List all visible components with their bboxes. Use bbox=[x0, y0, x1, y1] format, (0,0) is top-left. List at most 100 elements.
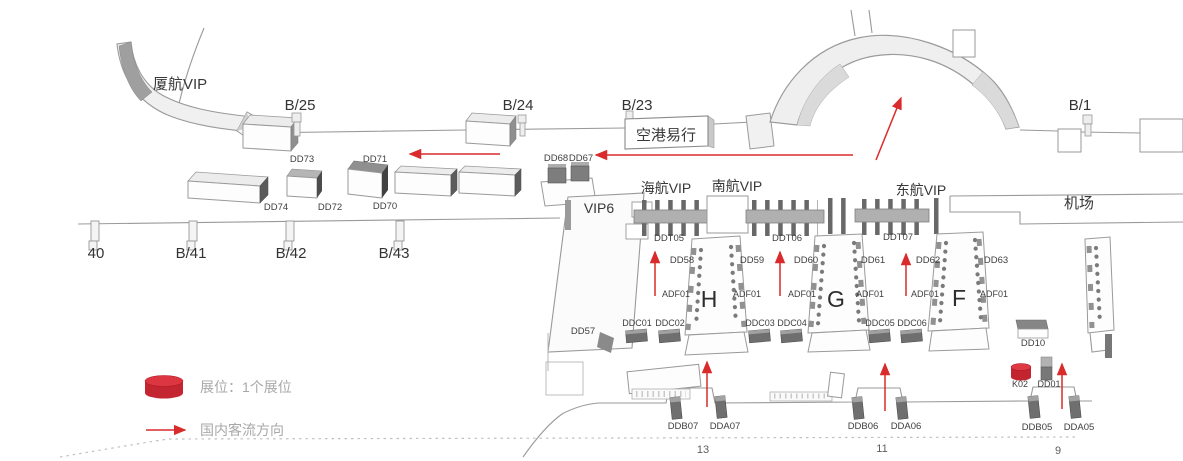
pier-g-label: G bbox=[827, 286, 845, 312]
pier-partial-right bbox=[1084, 236, 1115, 358]
passenger-flow-arrows bbox=[408, 96, 1068, 411]
booth-box-dd74 bbox=[187, 171, 269, 204]
gate-b1-structures bbox=[1057, 114, 1183, 153]
jetway-stub-b43 bbox=[393, 220, 405, 251]
pier-h-label: H bbox=[701, 286, 718, 312]
booth-label-dd72: DD72 bbox=[318, 202, 342, 213]
booth-box-dd73 bbox=[286, 168, 323, 199]
booth-label-dda07: DDA07 bbox=[710, 421, 741, 432]
vip6-label: VIP6 bbox=[584, 200, 615, 216]
booth-box-ddb05 bbox=[1027, 395, 1041, 419]
xiamen-vip-label: 厦航VIP bbox=[153, 76, 207, 93]
jetway-stub-b42 bbox=[283, 220, 295, 251]
booth-box-ddc01 bbox=[625, 328, 648, 344]
pillar-booths bbox=[669, 395, 1082, 420]
booth-label-dd58: DD58 bbox=[670, 255, 694, 266]
gate-b40-label: 40 bbox=[88, 245, 105, 262]
booth-label-dd10: DD10 bbox=[1021, 338, 1045, 349]
booth-box-ddb06 bbox=[851, 396, 865, 420]
legend-booth-swatch bbox=[144, 375, 184, 399]
jetway-stub-b25 bbox=[291, 112, 302, 123]
apron-ledge-1 bbox=[631, 388, 691, 400]
booth-box-long-1 bbox=[394, 165, 458, 197]
apron-boundary bbox=[522, 363, 1092, 458]
booth-label-ddt05: DDT05 bbox=[654, 233, 684, 244]
booth-label-k02: K02 bbox=[1012, 379, 1028, 389]
corridor-shaded-wedge bbox=[118, 41, 153, 102]
legend-booth-label: 展位：1个展位 bbox=[200, 379, 292, 395]
pier-h-pedestal bbox=[684, 331, 749, 356]
booth-label-ddt06: DDT06 bbox=[772, 233, 802, 244]
dongfang-vip-comb bbox=[854, 199, 930, 235]
gate-b23-label: B/23 bbox=[622, 97, 653, 114]
booth-label-dd60: DD60 bbox=[794, 255, 818, 266]
booth-row-dd bbox=[187, 160, 597, 207]
lower-concourse-wall bbox=[77, 217, 561, 251]
kongang-yixing-box bbox=[624, 110, 715, 150]
pier-f bbox=[927, 231, 990, 352]
airport-label: 机场 bbox=[1064, 195, 1094, 212]
booth-label-dd57: DD57 bbox=[571, 326, 595, 337]
corridor-wall-line bbox=[176, 27, 205, 114]
jetway-stub-b1 bbox=[1082, 114, 1093, 125]
ddc-booth-boxes bbox=[625, 328, 923, 344]
jetway-stub-b40 bbox=[88, 220, 100, 251]
apron-dotted-line bbox=[59, 436, 1079, 458]
adf01-label-g-right: ADF01 bbox=[856, 289, 884, 299]
jetway-stub-b41 bbox=[186, 220, 198, 251]
legend-flow-label: 国内客流方向 bbox=[200, 422, 284, 438]
booth-label-dda06: DDA06 bbox=[891, 421, 922, 432]
booth-label-dd68: DD68 bbox=[544, 153, 568, 164]
booth-label-dd67: DD67 bbox=[569, 153, 593, 164]
adf01-label-f-left: ADF01 bbox=[911, 289, 939, 299]
booth-box-ddc06 bbox=[900, 328, 923, 344]
apron-gate-11-label: 11 bbox=[876, 443, 887, 455]
adf01-label-h-left: ADF01 bbox=[662, 289, 690, 299]
booth-label-dd71: DD71 bbox=[363, 154, 387, 165]
booth-box-ddb07 bbox=[669, 396, 683, 420]
booth-label-dd62: DD62 bbox=[916, 255, 940, 266]
adf01-label-h-right: ADF01 bbox=[733, 289, 761, 299]
arch-connector bbox=[745, 9, 1020, 150]
booth-box-ddc02 bbox=[658, 328, 681, 344]
apron-ledge-2 bbox=[769, 391, 833, 402]
arch-top-room bbox=[952, 29, 976, 58]
booth-label-ddc06: DDC06 bbox=[897, 318, 927, 328]
pier-g-pedestal bbox=[807, 329, 871, 353]
china-eastern-vip-label: 东航VIP bbox=[896, 182, 947, 198]
gate-b42-label: B/42 bbox=[276, 245, 307, 262]
gate-b25-box bbox=[242, 112, 302, 152]
booth-label-ddb05: DDB05 bbox=[1022, 422, 1053, 433]
apron-box-2 bbox=[827, 371, 845, 399]
apron-gate-9-label: 9 bbox=[1055, 445, 1061, 457]
k02-red-booth[interactable] bbox=[1010, 363, 1032, 381]
adf01-label-g-left: ADF01 bbox=[788, 289, 816, 299]
booth-box-ddc03 bbox=[748, 328, 771, 344]
china-southern-vip-label: 南航VIP bbox=[712, 178, 763, 194]
booth-box-dd71 bbox=[347, 160, 389, 199]
booth-box-ddc05 bbox=[868, 328, 891, 344]
gate-b24-box bbox=[465, 112, 527, 147]
booth-label-ddb06: DDB06 bbox=[848, 421, 879, 432]
nanfang-vip-block bbox=[706, 195, 749, 234]
apron-gate-13-label: 13 bbox=[697, 444, 709, 456]
booth-box-dda06 bbox=[895, 396, 909, 420]
booth-label-ddc03: DDC03 bbox=[745, 318, 775, 328]
booth-label-ddc04: DDC04 bbox=[777, 318, 807, 328]
hainan-vip-label: 海航VIP bbox=[641, 180, 692, 196]
booth-label-dd73: DD73 bbox=[290, 154, 314, 165]
booth-box-dd01 bbox=[1040, 356, 1053, 381]
legend bbox=[144, 375, 187, 436]
booth-label-dd59: DD59 bbox=[740, 255, 764, 266]
airport-building-outline bbox=[949, 193, 1183, 225]
booth-label-dd63: DD63 bbox=[984, 255, 1008, 266]
pier-g bbox=[807, 233, 871, 353]
booth-label-dd61: DD61 bbox=[861, 255, 885, 266]
booth-box-dd10 bbox=[1015, 319, 1049, 339]
gate-b43-label: B/43 bbox=[379, 245, 410, 262]
gate-b25-label: B/25 bbox=[285, 97, 316, 114]
pier-f-pedestal bbox=[928, 327, 990, 352]
booth-label-ddb07: DDB07 bbox=[668, 421, 699, 432]
booth-box-dda07 bbox=[714, 395, 728, 419]
